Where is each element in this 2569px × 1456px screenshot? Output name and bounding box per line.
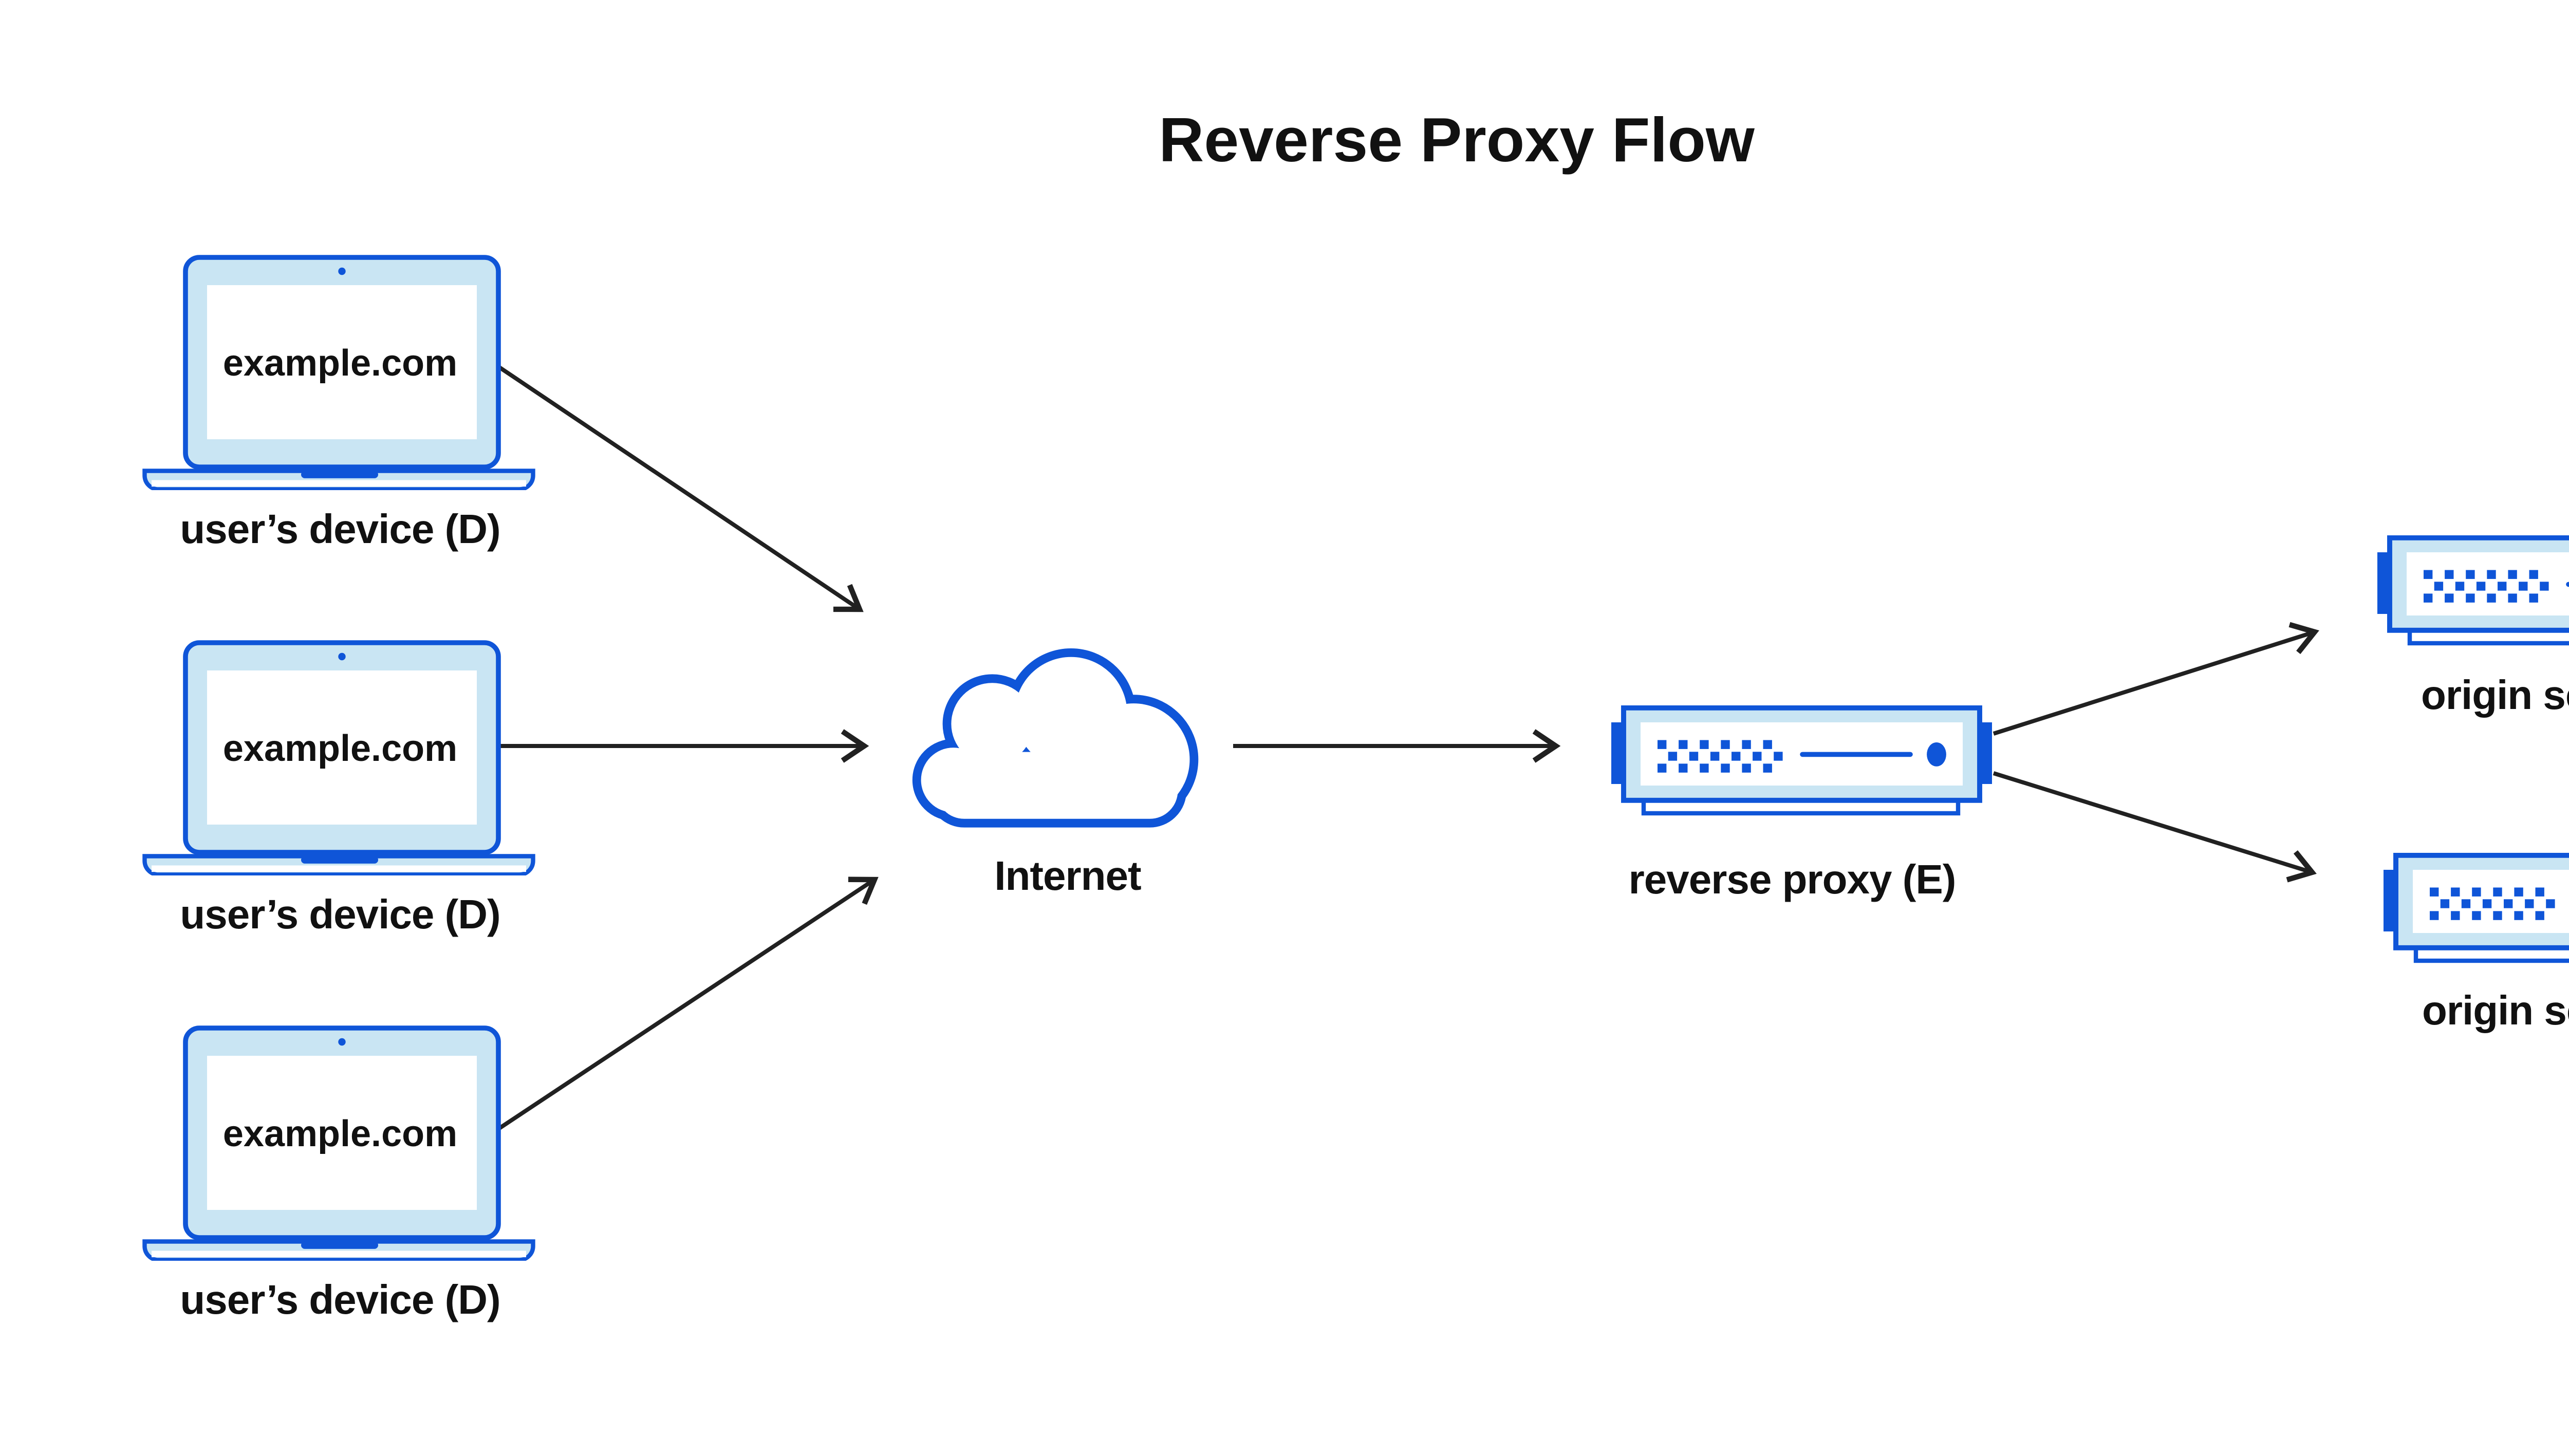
device-label: user’s device (D) — [180, 506, 500, 552]
rack-server-icon-origin-1 — [2377, 538, 2569, 643]
device-label: user’s device (D) — [180, 1277, 500, 1322]
internet-label: Internet — [994, 853, 1141, 899]
arrow-proxy-to-origin2 — [1993, 771, 2317, 883]
origin-server-label: origin server (F) — [2422, 987, 2569, 1033]
cloud-icon — [912, 648, 1199, 828]
reverse-proxy-label: reverse proxy (E) — [1628, 856, 1957, 902]
rack-server-icon-reverse-proxy — [1611, 708, 1992, 813]
arrow-device1-to-internet — [498, 365, 864, 612]
device-screen-url: example.com — [222, 728, 458, 769]
page-title: Reverse Proxy Flow — [1159, 105, 1755, 175]
device-label: user’s device (D) — [180, 891, 500, 937]
flow-arrows — [498, 365, 2319, 1130]
arrow-device3-to-internet — [498, 876, 879, 1130]
device-screen-url: example.com — [222, 343, 458, 384]
origin-server-label: origin server (F) — [2421, 672, 2569, 718]
device-screen-url: example.com — [222, 1113, 458, 1154]
arrow-proxy-to-origin1 — [1993, 622, 2319, 736]
rack-server-icon-origin-2 — [2384, 855, 2569, 961]
